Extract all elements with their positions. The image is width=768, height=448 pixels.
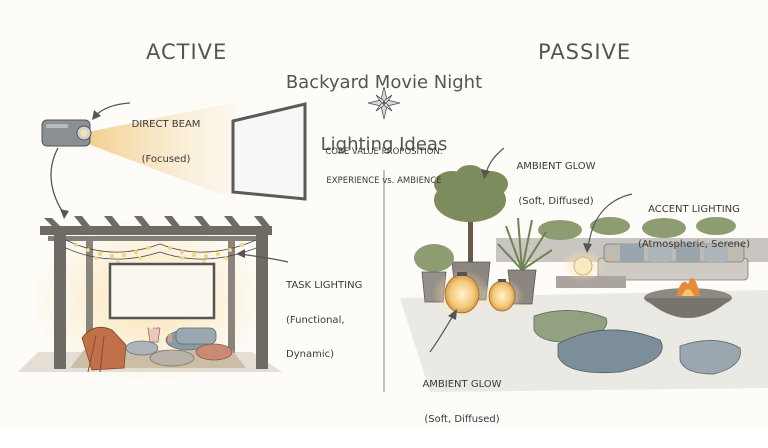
direct-beam-name: DIRECT BEAM <box>131 119 201 130</box>
direct-beam-desc: (Focused) <box>141 153 191 165</box>
compass-rose-icon <box>367 86 401 120</box>
arrow-projector-to-pergola <box>50 147 65 215</box>
projection-screen-top <box>231 102 307 201</box>
label-ambient-glow-bottom: AMBIENT GLOW (Soft, Diffused) <box>410 356 514 448</box>
ambient-top-desc: (Soft, Diffused) <box>518 195 594 207</box>
core-line-2: EXPERIENCE vs. AMBIENCE <box>326 175 442 186</box>
ambient-bottom-name: AMBIENT GLOW <box>422 379 502 390</box>
title-line-2: Lighting Ideas <box>320 134 448 156</box>
patio-scene <box>400 165 768 392</box>
section-heading-active: ACTIVE <box>146 40 228 64</box>
arrow-accent-lighting <box>587 193 633 249</box>
label-ambient-glow-top: AMBIENT GLOW (Soft, Diffused) <box>494 138 618 230</box>
task-lighting-desc-2: Dynamic) <box>286 349 335 360</box>
illustration-art <box>18 86 768 392</box>
illustration-canvas: ACTIVE PASSIVE Backyard Movie Night Ligh… <box>18 32 768 425</box>
title-line-1: Backyard Movie Night <box>285 72 483 94</box>
accent-desc: (Atmospheric, Serene) <box>637 238 751 250</box>
task-lighting-desc-1: (Functional, <box>286 314 345 326</box>
label-accent-lighting: ACCENT LIGHTING (Atmospheric, Serene) <box>628 181 760 273</box>
accent-name: ACCENT LIGHTING <box>648 204 740 215</box>
ambient-bottom-desc: (Soft, Diffused) <box>424 413 500 425</box>
core-value-caption: CORE VALUE PROPOSITION: EXPERIENCE vs. A… <box>320 128 448 206</box>
section-heading-passive: PASSIVE <box>538 40 632 64</box>
core-line-1: CORE VALUE PROPOSITION: <box>325 146 443 157</box>
projector-beam <box>88 102 236 200</box>
page-title: Backyard Movie Night Lighting Ideas <box>284 32 484 198</box>
label-task-lighting: TASK LIGHTING (Functional, Dynamic) <box>286 257 362 384</box>
task-lighting-name: TASK LIGHTING <box>286 280 363 291</box>
pergola-scene <box>18 215 282 385</box>
projector-icon <box>41 119 92 147</box>
label-direct-beam: DIRECT BEAM (Focused) <box>118 96 214 188</box>
ambient-top-name: AMBIENT GLOW <box>516 161 596 172</box>
